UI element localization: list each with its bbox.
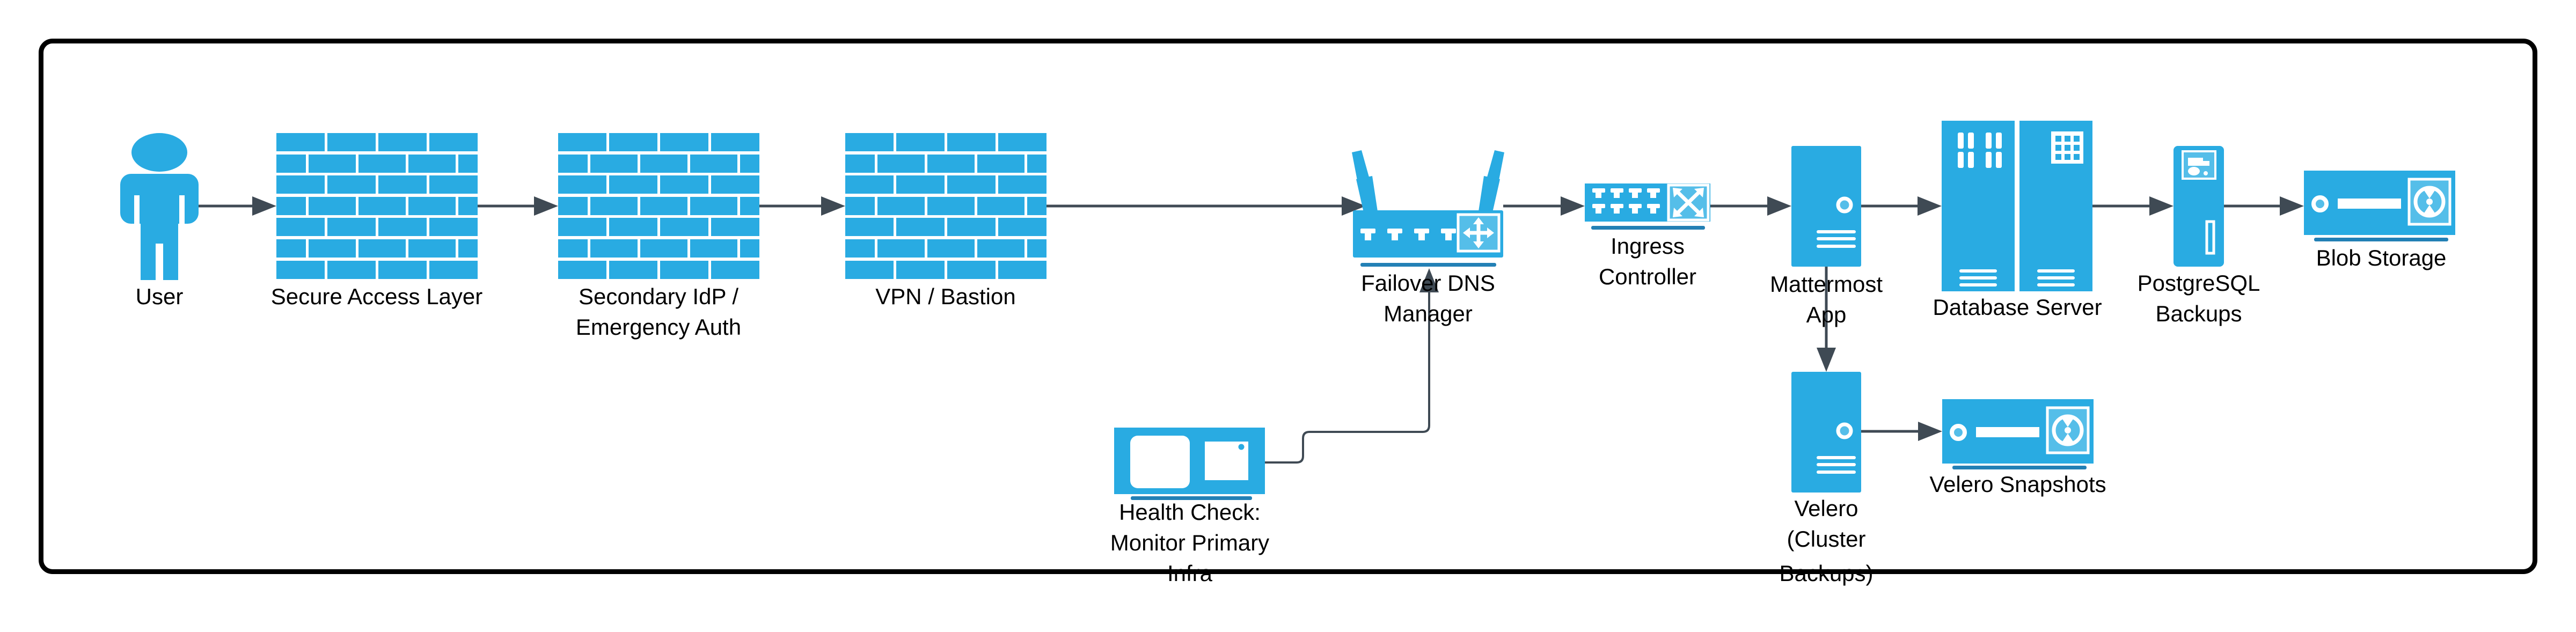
ingress-label-line2: Controller (1598, 264, 1697, 289)
arrowhead (1918, 196, 1942, 216)
velero-snapshots-label: Velero Snapshots (1929, 472, 2106, 497)
failover-dns-underline (1360, 263, 1496, 267)
postgresql-label-line2: Backups (2155, 301, 2242, 326)
user-label: User (135, 284, 184, 309)
blob-storage-label: Blob Storage (2316, 245, 2447, 270)
person-icon (120, 133, 199, 285)
health-check-label-line2: Monitor Primary (1110, 530, 1270, 555)
ingress-label-line1: Ingress (1611, 233, 1685, 259)
server-rack-icon (1942, 121, 2092, 291)
diagram-border (39, 39, 2537, 574)
database-server-label: Database Server (1933, 295, 2102, 320)
health-check-label-line1: Health Check: (1119, 499, 1261, 525)
velero-label-line3: Backups) (1779, 561, 1874, 586)
switch-icon (1585, 183, 1710, 222)
arrowhead (2149, 196, 2174, 216)
arrowhead (252, 196, 276, 216)
wireless-router-icon (1352, 150, 1504, 258)
arrowhead (1342, 196, 1366, 216)
velero-label-line1: Velero (1794, 496, 1858, 521)
secure-access-label: Secure Access Layer (270, 284, 483, 309)
failover-dns-label-line1: Failover DNS (1361, 270, 1495, 296)
postgresql-label-line1: PostgreSQL (2137, 270, 2260, 296)
failover-dns-label-line2: Manager (1384, 301, 1473, 326)
arrowhead (1817, 348, 1836, 372)
arrowhead (821, 196, 845, 216)
velero-label-line2: (Cluster (1787, 526, 1866, 552)
arrowhead (1561, 196, 1585, 216)
vpn-bastion-label: VPN / Bastion (875, 284, 1016, 309)
secondary-idp-label-line1: Secondary IdP / (578, 284, 739, 309)
health-check-label-line3: Infra (1167, 561, 1213, 586)
server-tower-icon (1791, 146, 1861, 267)
mattermost-label-line2: App (1806, 302, 1847, 327)
firewall-icon (845, 133, 1046, 279)
tape-drive-icon (2304, 171, 2455, 235)
secondary-idp-label-line2: Emergency Auth (575, 314, 742, 340)
server-tower-icon (1791, 372, 1861, 493)
blob-storage-underline (2314, 238, 2448, 241)
mattermost-label-line1: Mattermost (1769, 271, 1883, 297)
arrowhead (1767, 196, 1791, 216)
connector-health-to-dns (1265, 292, 1430, 464)
velero-snapshots-underline (1952, 466, 2087, 469)
health-monitor-icon (1114, 428, 1265, 494)
health-check-underline (1131, 496, 1252, 500)
arrowhead (534, 196, 558, 216)
tape-drive-icon (1942, 399, 2094, 464)
arrowhead (1918, 422, 1942, 441)
arrowhead (2280, 196, 2304, 216)
firewall-icon (276, 133, 478, 279)
ingress-underline (1591, 226, 1705, 230)
backup-server-icon (2174, 146, 2224, 267)
arrowhead (1419, 268, 1439, 292)
firewall-icon (558, 133, 759, 279)
